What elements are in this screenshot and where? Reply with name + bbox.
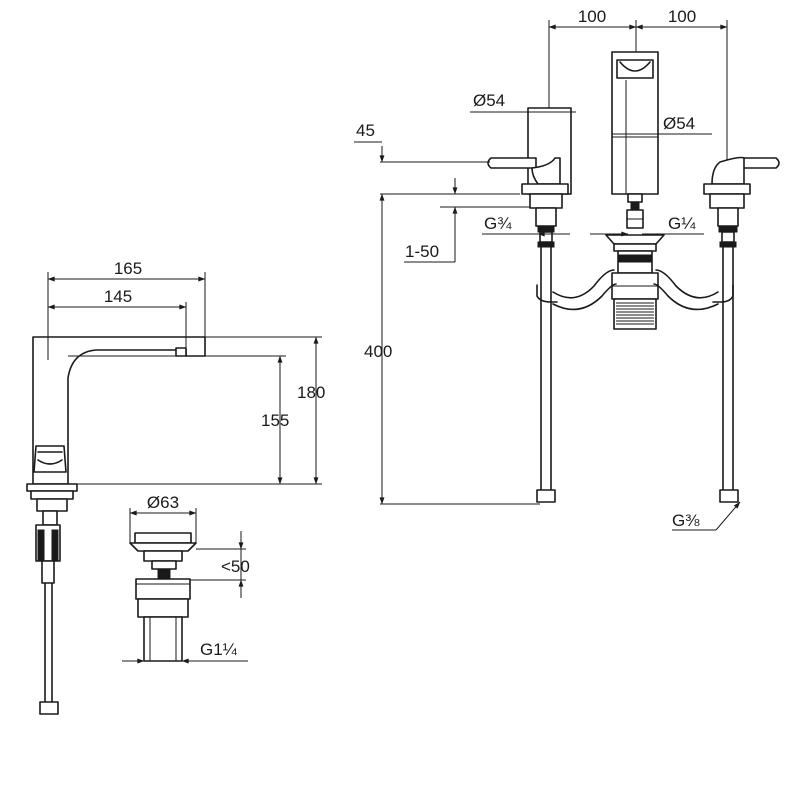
- dim-spout-diameter: Ø54: [663, 114, 695, 133]
- top-dimension-labels: 100 100 Ø54 Ø54 45 1-50 G¾ G¼ 400 G⅜: [356, 7, 700, 530]
- waste-dimension-lines: [122, 508, 248, 664]
- mixer-dimension-lines: [47, 272, 322, 485]
- dim-thread-g38: G⅜: [672, 511, 700, 530]
- three-hole-mixer-view: 100 100 Ø54 Ø54 45 1-50 G¾ G¼ 400 G⅜: [354, 7, 780, 531]
- dim-reach-145: 145: [104, 287, 132, 306]
- pop-up-waste-view: Ø63 <50 G1¼: [122, 493, 250, 664]
- dim-range-1-50: 1-50: [405, 242, 439, 261]
- waste-body: [129, 532, 197, 662]
- dim-height-155: 155: [261, 411, 289, 430]
- dim-spacing-left: 100: [578, 7, 606, 26]
- single-lever-mixer-view: 165 145 180 155: [26, 259, 326, 715]
- dim-offset-45: 45: [356, 121, 375, 140]
- dim-handle-diameter: Ø54: [473, 91, 505, 110]
- left-handle-valve: [487, 107, 572, 503]
- dim-height-180: 180: [297, 383, 325, 402]
- mixer-dimension-labels: 165 145 180 155: [104, 259, 326, 430]
- dim-spacing-right: 100: [668, 7, 696, 26]
- mixer-base-and-hose: [26, 483, 78, 715]
- dim-waste-diameter: Ø63: [147, 493, 179, 512]
- waste-dimension-labels: Ø63 <50 G1¼: [147, 493, 250, 659]
- central-waste-body: [605, 234, 665, 330]
- top-dimension-lines: [354, 20, 741, 531]
- dim-reach-165: 165: [114, 259, 142, 278]
- dim-height-400: 400: [364, 342, 392, 361]
- spout: [611, 51, 659, 229]
- dim-height-lt50: <50: [221, 557, 250, 576]
- right-handle-valve: [703, 156, 780, 503]
- dim-thread-g14: G¼: [668, 214, 696, 233]
- mixer-body: [32, 336, 206, 485]
- connection-hoses: [552, 269, 719, 311]
- dim-thread-g34: G¾: [484, 214, 512, 233]
- dim-thread-g114: G1¼: [200, 640, 238, 659]
